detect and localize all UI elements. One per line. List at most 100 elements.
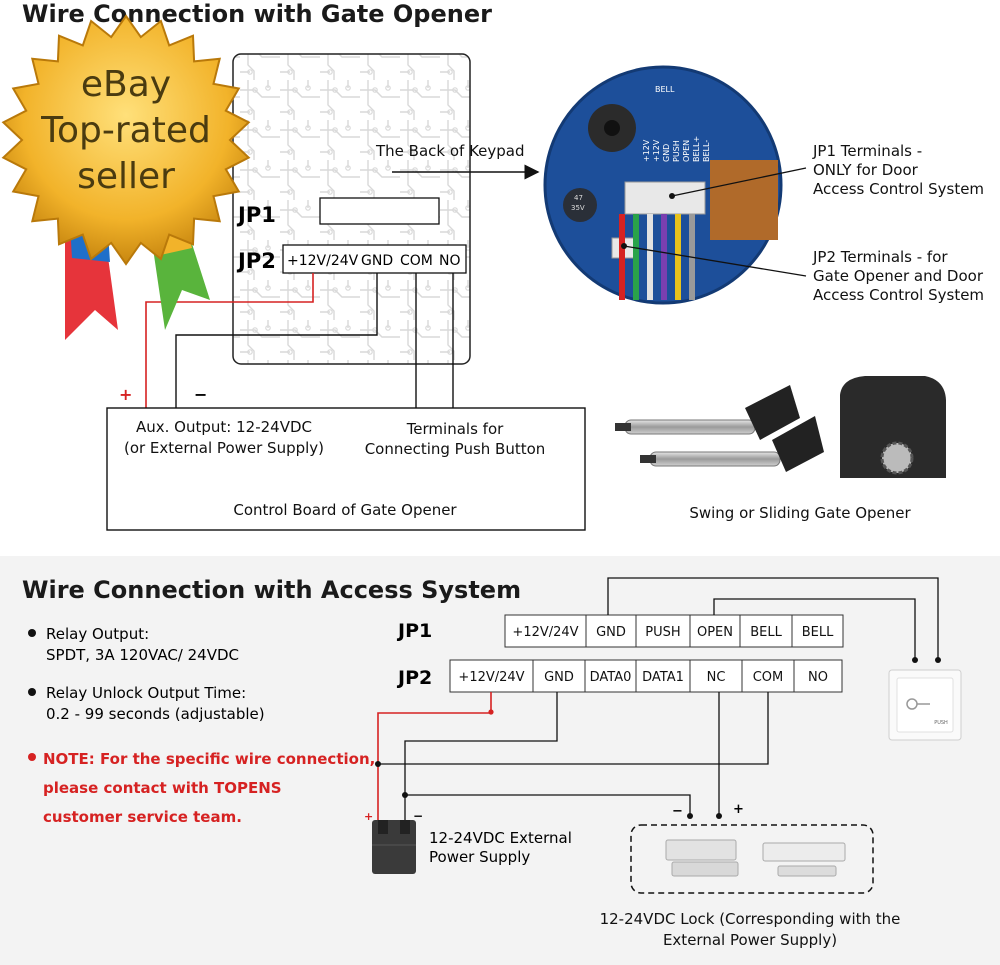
jp1-cell-gnd-text: GND: [596, 625, 626, 640]
jp2-terminal-gnd: GND: [361, 253, 393, 269]
wire-com-to-psu-positive: [378, 692, 769, 765]
jp2-cell-com: [741, 659, 795, 693]
junction-psu-negative: [402, 792, 408, 798]
jp1-note-line2: ONLY for Door: [813, 161, 919, 179]
minus-sign: −: [194, 385, 207, 404]
jp1-cell-open: [689, 614, 741, 648]
jp2-cell-gnd: [532, 659, 586, 693]
jp2-pointer-line: [623, 245, 807, 277]
jp2-cell-no: [793, 659, 843, 693]
pcb-label-bell-minus: BELL-: [702, 140, 711, 162]
jp2-cell-data1-text: DATA1: [642, 670, 684, 685]
jp2-cell-com-text: COM: [753, 670, 784, 685]
jp2-terminal-12v: +12V/24V: [287, 253, 359, 269]
jp2-note-line3: Access Control System: [813, 286, 984, 304]
badge-line3: seller: [77, 156, 175, 197]
wire-gnd: [175, 273, 378, 408]
jp1-terminal-block: [319, 197, 440, 225]
wire-jp1-open-to-button: [713, 598, 916, 660]
jp1-terminal-row: +12V/24V GND PUSH OPEN BELL BELL: [504, 614, 844, 648]
jp1-cell-bell-b-text: BELL: [802, 625, 834, 640]
capacitor-label-47: 47: [574, 194, 583, 202]
badge-seal: [1, 14, 251, 266]
pcb-label-12v-b: +12V: [652, 139, 661, 162]
lock-terminal-negative: [687, 813, 693, 819]
plus-sign: +: [119, 385, 132, 404]
jp2-pointer-dot: [621, 243, 627, 249]
pcb-label-bell: BELL: [655, 85, 675, 94]
external-power-supply-photo: [372, 820, 416, 874]
wire-psu-negative-to-lock: [405, 794, 691, 816]
control-board-label: Control Board of Gate Opener: [233, 501, 457, 519]
jp1-note-line1: JP1 Terminals -: [812, 142, 922, 160]
jp1-row-label: JP1: [396, 620, 432, 642]
jp2-cell-data1: [635, 659, 691, 693]
psu-label-line1: 12-24VDC External: [429, 829, 572, 847]
jp2-terminal-no: NO: [439, 253, 461, 269]
lock-plus-sign: +: [733, 802, 744, 817]
magnetic-lock-photo: [762, 842, 846, 877]
jp1-cell-open-text: OPEN: [697, 625, 733, 640]
push-plate-label: PUSH: [934, 720, 948, 726]
bullet1-line1: Relay Output:: [46, 625, 149, 643]
bullet-dot-2: [28, 688, 36, 696]
jp2-cell-nc: [689, 659, 743, 693]
section-title-gate-opener: Wire Connection with Gate Opener: [22, 0, 492, 28]
note-line2: please contact with TOPENS: [43, 779, 282, 797]
note-line3: customer service team.: [43, 808, 242, 826]
junction-com: [375, 761, 381, 767]
opener-caption: Swing or Sliding Gate Opener: [689, 504, 911, 522]
aux-output-line1: Aux. Output: 12-24VDC: [136, 418, 312, 436]
jp1-pointer-dot: [669, 193, 675, 199]
badge-line1: eBay: [81, 64, 171, 105]
bullet1-line2: SPDT, 3A 120VAC/ 24VDC: [46, 646, 239, 664]
sliding-gate-motor-photo: [840, 376, 946, 478]
jp2-cell-no-text: NO: [808, 670, 828, 685]
jp1-cell-push-text: PUSH: [645, 625, 680, 640]
pcb-label-open: OPEN: [682, 140, 691, 162]
junction-12v: [488, 709, 494, 715]
note-line1: NOTE: For the specific wire connection,: [43, 750, 375, 768]
jp1-cell-12v: [504, 614, 587, 648]
psu-plus-sign: +: [364, 810, 373, 823]
jp2-note-line1: JP2 Terminals - for: [812, 248, 948, 266]
jp2-terminal-row: +12V/24V GND DATA0 DATA1 NC COM NO: [449, 659, 843, 693]
note-dot: [28, 753, 36, 761]
wire-red-positive: [145, 273, 314, 408]
jp1-cell-push: [635, 614, 691, 648]
swing-gate-actuators-photo: [615, 385, 824, 472]
jp1-cell-bell-a: [739, 614, 793, 648]
control-board-box: [106, 407, 586, 531]
section-title-access-system: Wire Connection with Access System: [22, 576, 521, 604]
jp1-cell-12v-text: +12V/24V: [512, 625, 578, 640]
jp2-terminal-block: [282, 244, 467, 274]
bullet-dot-1: [28, 629, 36, 637]
jp1-cell-bell-a-text: BELL: [750, 625, 782, 640]
pcb-label-gnd: GND: [662, 144, 671, 162]
lock-group-dashed-box: [630, 824, 874, 894]
wire-red-12v-to-psu: [377, 692, 492, 820]
button-terminal-a: [935, 657, 941, 663]
jp2-cell-data0: [584, 659, 637, 693]
aux-output-line2: (or External Power Supply): [124, 439, 324, 457]
psu-minus-sign: −: [413, 809, 423, 823]
terminals-line2: Connecting Push Button: [365, 440, 546, 458]
jp2-terminal-com: COM: [400, 253, 433, 269]
keypad-back-label: The Back of Keypad: [375, 142, 525, 160]
jp1-pointer-line: [671, 167, 807, 197]
button-terminal-b: [912, 657, 918, 663]
pcb-label-push: PUSH: [672, 140, 681, 162]
badge-line2: Top-rated: [40, 110, 211, 151]
wire-gnd-to-psu: [404, 692, 558, 820]
wire-jp1-gnd-to-button: [607, 577, 939, 660]
jp2-cell-gnd-text: GND: [544, 670, 574, 685]
lock-minus-sign: −: [672, 804, 683, 819]
exit-push-button-device: PUSH: [888, 669, 962, 741]
capacitor-label-35v: 35V: [571, 204, 585, 212]
jp1-cell-bell-b: [791, 614, 844, 648]
lock-label-line2: External Power Supply): [663, 931, 837, 949]
jp1-label: JP1: [236, 203, 276, 227]
bullet2-line2: 0.2 - 99 seconds (adjustable): [46, 705, 265, 723]
